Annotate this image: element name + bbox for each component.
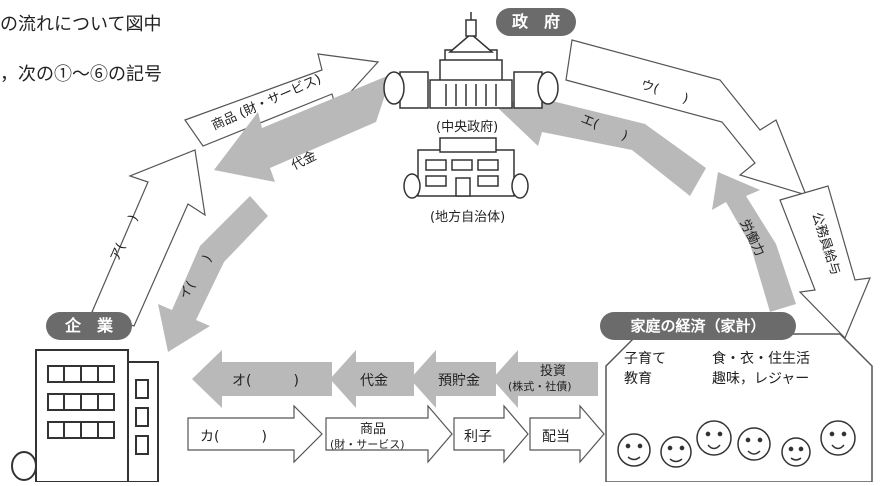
government-pill: 政 府 [496, 8, 576, 36]
label-row-interest: 利子 [464, 429, 492, 445]
arrow-salary [779, 185, 871, 340]
arrow-row-savings [410, 350, 496, 408]
family-faces-icon [617, 420, 856, 468]
label-row-goods: 商品 [360, 422, 387, 437]
household-activity-education: 教育 [624, 371, 652, 387]
household-activity-childcare: 子育て [624, 351, 666, 367]
household-activity-leisure: 趣味，レジャー [712, 371, 810, 387]
arrow-labor [712, 172, 796, 312]
household-pill: 家庭の経済（家計） [600, 312, 796, 340]
label-ka: カ( ) [200, 429, 267, 445]
arrow-u [565, 39, 808, 196]
local-government-building-icon [403, 137, 529, 199]
arrow-row-invest [492, 350, 598, 408]
arrow-ka [187, 404, 323, 464]
question-line-1: の流れについて図中 [0, 14, 162, 35]
label-row-savings: 預貯金 [438, 373, 480, 389]
household-activity-living: 食・衣・住生活 [712, 351, 810, 367]
arrow-row-interest [453, 404, 529, 464]
tree-icon [383, 71, 559, 105]
arrow-row-goods [325, 404, 453, 464]
firm-building-icon [11, 349, 159, 483]
label-row-invest: 投資 [540, 364, 567, 379]
label-row-payment: 代金 [360, 373, 388, 389]
arrow-payment-gov [214, 74, 392, 182]
central-government-label: (中央政府) [436, 120, 499, 135]
arrow-e [498, 84, 706, 196]
arrow-o [192, 350, 332, 408]
label-row-dividend: 配当 [542, 429, 570, 445]
question-line-2: ，次の①～⑥の記号 [0, 64, 162, 85]
arrow-goods-to-gov [184, 53, 380, 147]
label-o: オ( ) [232, 373, 299, 389]
arrow-row-dividend [529, 404, 605, 464]
firm-pill: 企 業 [46, 312, 132, 340]
arrow-row-payment [330, 350, 414, 408]
label-row-invest-sub: (株式・社債) [508, 380, 572, 393]
arrow-i [158, 196, 268, 352]
arrow-a [91, 149, 206, 327]
label-row-goods-sub: (財・サービス) [330, 438, 405, 451]
central-government-building-icon [399, 12, 543, 109]
local-government-label: (地方自治体) [430, 210, 506, 225]
